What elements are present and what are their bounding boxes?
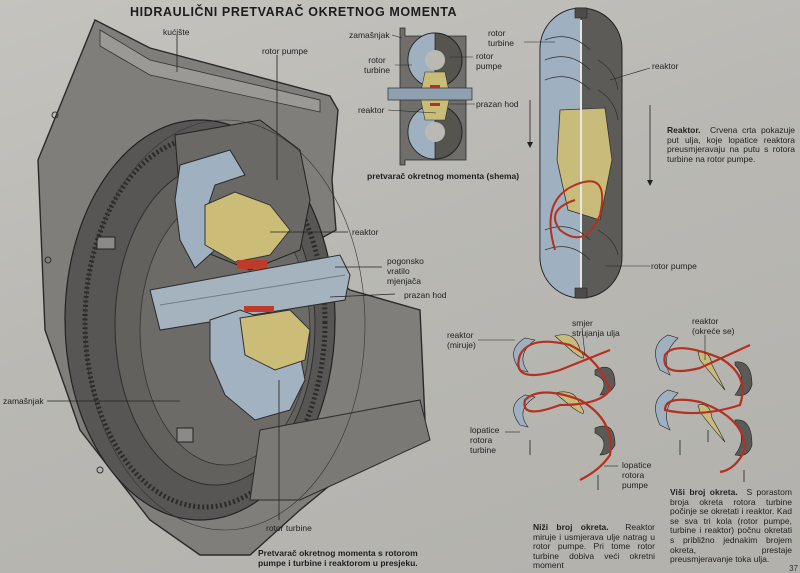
low-rpm-description: Niži broj okreta. Reaktor miruje i usmje… xyxy=(533,522,655,571)
high-rpm-description: Viši broj okreta. S porastom broja okret… xyxy=(670,487,792,565)
schema-label-prazan-hod: prazan hod xyxy=(476,99,519,109)
low-label-lopatice-turbine: lopatice rotora turbine xyxy=(470,425,500,455)
schema-label-rotor-turbine: rotor turbine xyxy=(364,55,390,75)
label-zamasnjak: zamašnjak xyxy=(3,396,44,406)
reactor-view-label-rotor-pumpe: rotor pumpe xyxy=(651,261,697,271)
flow-diagram-low-rpm xyxy=(478,327,618,490)
low-label-lopatice-pumpe: lopatice rotora pumpe xyxy=(622,460,652,490)
label-rotor-turbine: rotor turbine xyxy=(266,523,312,533)
label-prazan-hod: prazan hod xyxy=(404,290,447,300)
reactor-view-label-reaktor: reaktor xyxy=(652,61,679,71)
oil-path-line xyxy=(663,344,751,474)
schema-label-reaktor: reaktor xyxy=(358,105,385,115)
reactor-blade-view xyxy=(524,7,653,299)
reactor-description: Reaktor. Crvena crta pokazuje put ulja, … xyxy=(667,125,795,164)
page-title: HIDRAULIČNI PRETVARAČ OKRETNOG MOMENTA xyxy=(130,5,458,19)
high-label-reaktor-okrece: reaktor (okreće se) xyxy=(692,316,735,336)
label-reaktor: reaktor xyxy=(352,227,379,237)
oil-path-line xyxy=(517,340,612,481)
oil-path-line xyxy=(549,180,604,251)
reactor-view-label-rotor-turbine: rotor turbine xyxy=(488,28,514,48)
label-rotor-pumpe: rotor pumpe xyxy=(262,46,308,56)
reactor-lower xyxy=(239,309,311,371)
page-number: 37 xyxy=(789,564,798,573)
low-label-reaktor-miruje: reaktor (miruje) xyxy=(447,330,476,350)
label-kuciste: kućište xyxy=(163,27,190,37)
transmission-shaft xyxy=(149,254,351,331)
schema-diagram xyxy=(387,27,475,166)
low-label-smjer-strujanja: smjer strujanja ulja xyxy=(572,318,620,338)
reactor-upper xyxy=(204,191,291,263)
cutaway-caption: Pretvarač okretnog momenta s rotorom pum… xyxy=(258,548,418,568)
label-pogonsko-vratilo: pogonsko vratilo mjenjača xyxy=(387,256,424,286)
schema-label-rotor-pumpe: rotor pumpe xyxy=(476,51,502,71)
flow-diagram-high-rpm xyxy=(655,334,753,482)
schema-caption: pretvarač okretnog momenta (shema) xyxy=(367,171,520,181)
schema-label-zamasnjak: zamašnjak xyxy=(349,30,390,40)
